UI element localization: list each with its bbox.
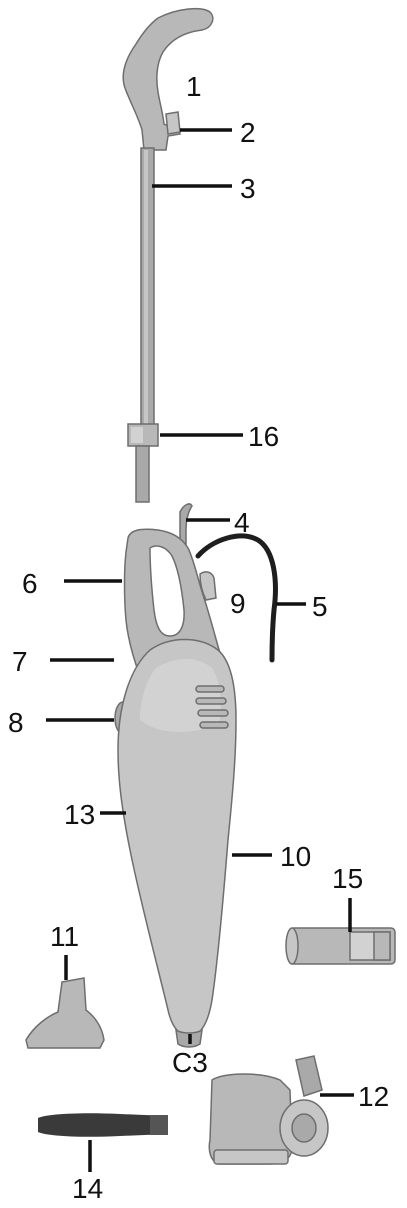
main-body-part <box>118 640 236 1048</box>
callout-13: 13 <box>64 799 95 830</box>
callout-7: 7 <box>12 646 28 677</box>
callout-8: 8 <box>8 707 24 738</box>
extension-tube-part <box>141 148 154 434</box>
callout-c3: C3 <box>172 1047 208 1078</box>
crevice-tool-part <box>38 1113 168 1137</box>
tube-connector-part <box>128 424 158 502</box>
callout-10: 10 <box>280 841 311 872</box>
callout-11: 11 <box>50 921 79 952</box>
callout-12: 12 <box>358 1081 389 1112</box>
callout-14: 14 <box>72 1173 103 1204</box>
brush-tool-part <box>26 978 104 1048</box>
callout-15: 15 <box>332 863 363 894</box>
callout-2: 2 <box>240 117 256 148</box>
upholstery-nozzle-part <box>286 928 395 964</box>
callout-5: 5 <box>312 591 328 622</box>
callout-6: 6 <box>22 568 38 599</box>
floor-head-part <box>209 1056 328 1164</box>
callout-4: 4 <box>234 507 250 538</box>
callout-3: 3 <box>240 173 256 204</box>
callout-16: 16 <box>248 421 279 452</box>
callout-9: 9 <box>230 588 246 619</box>
callout-1: 1 <box>186 71 202 102</box>
